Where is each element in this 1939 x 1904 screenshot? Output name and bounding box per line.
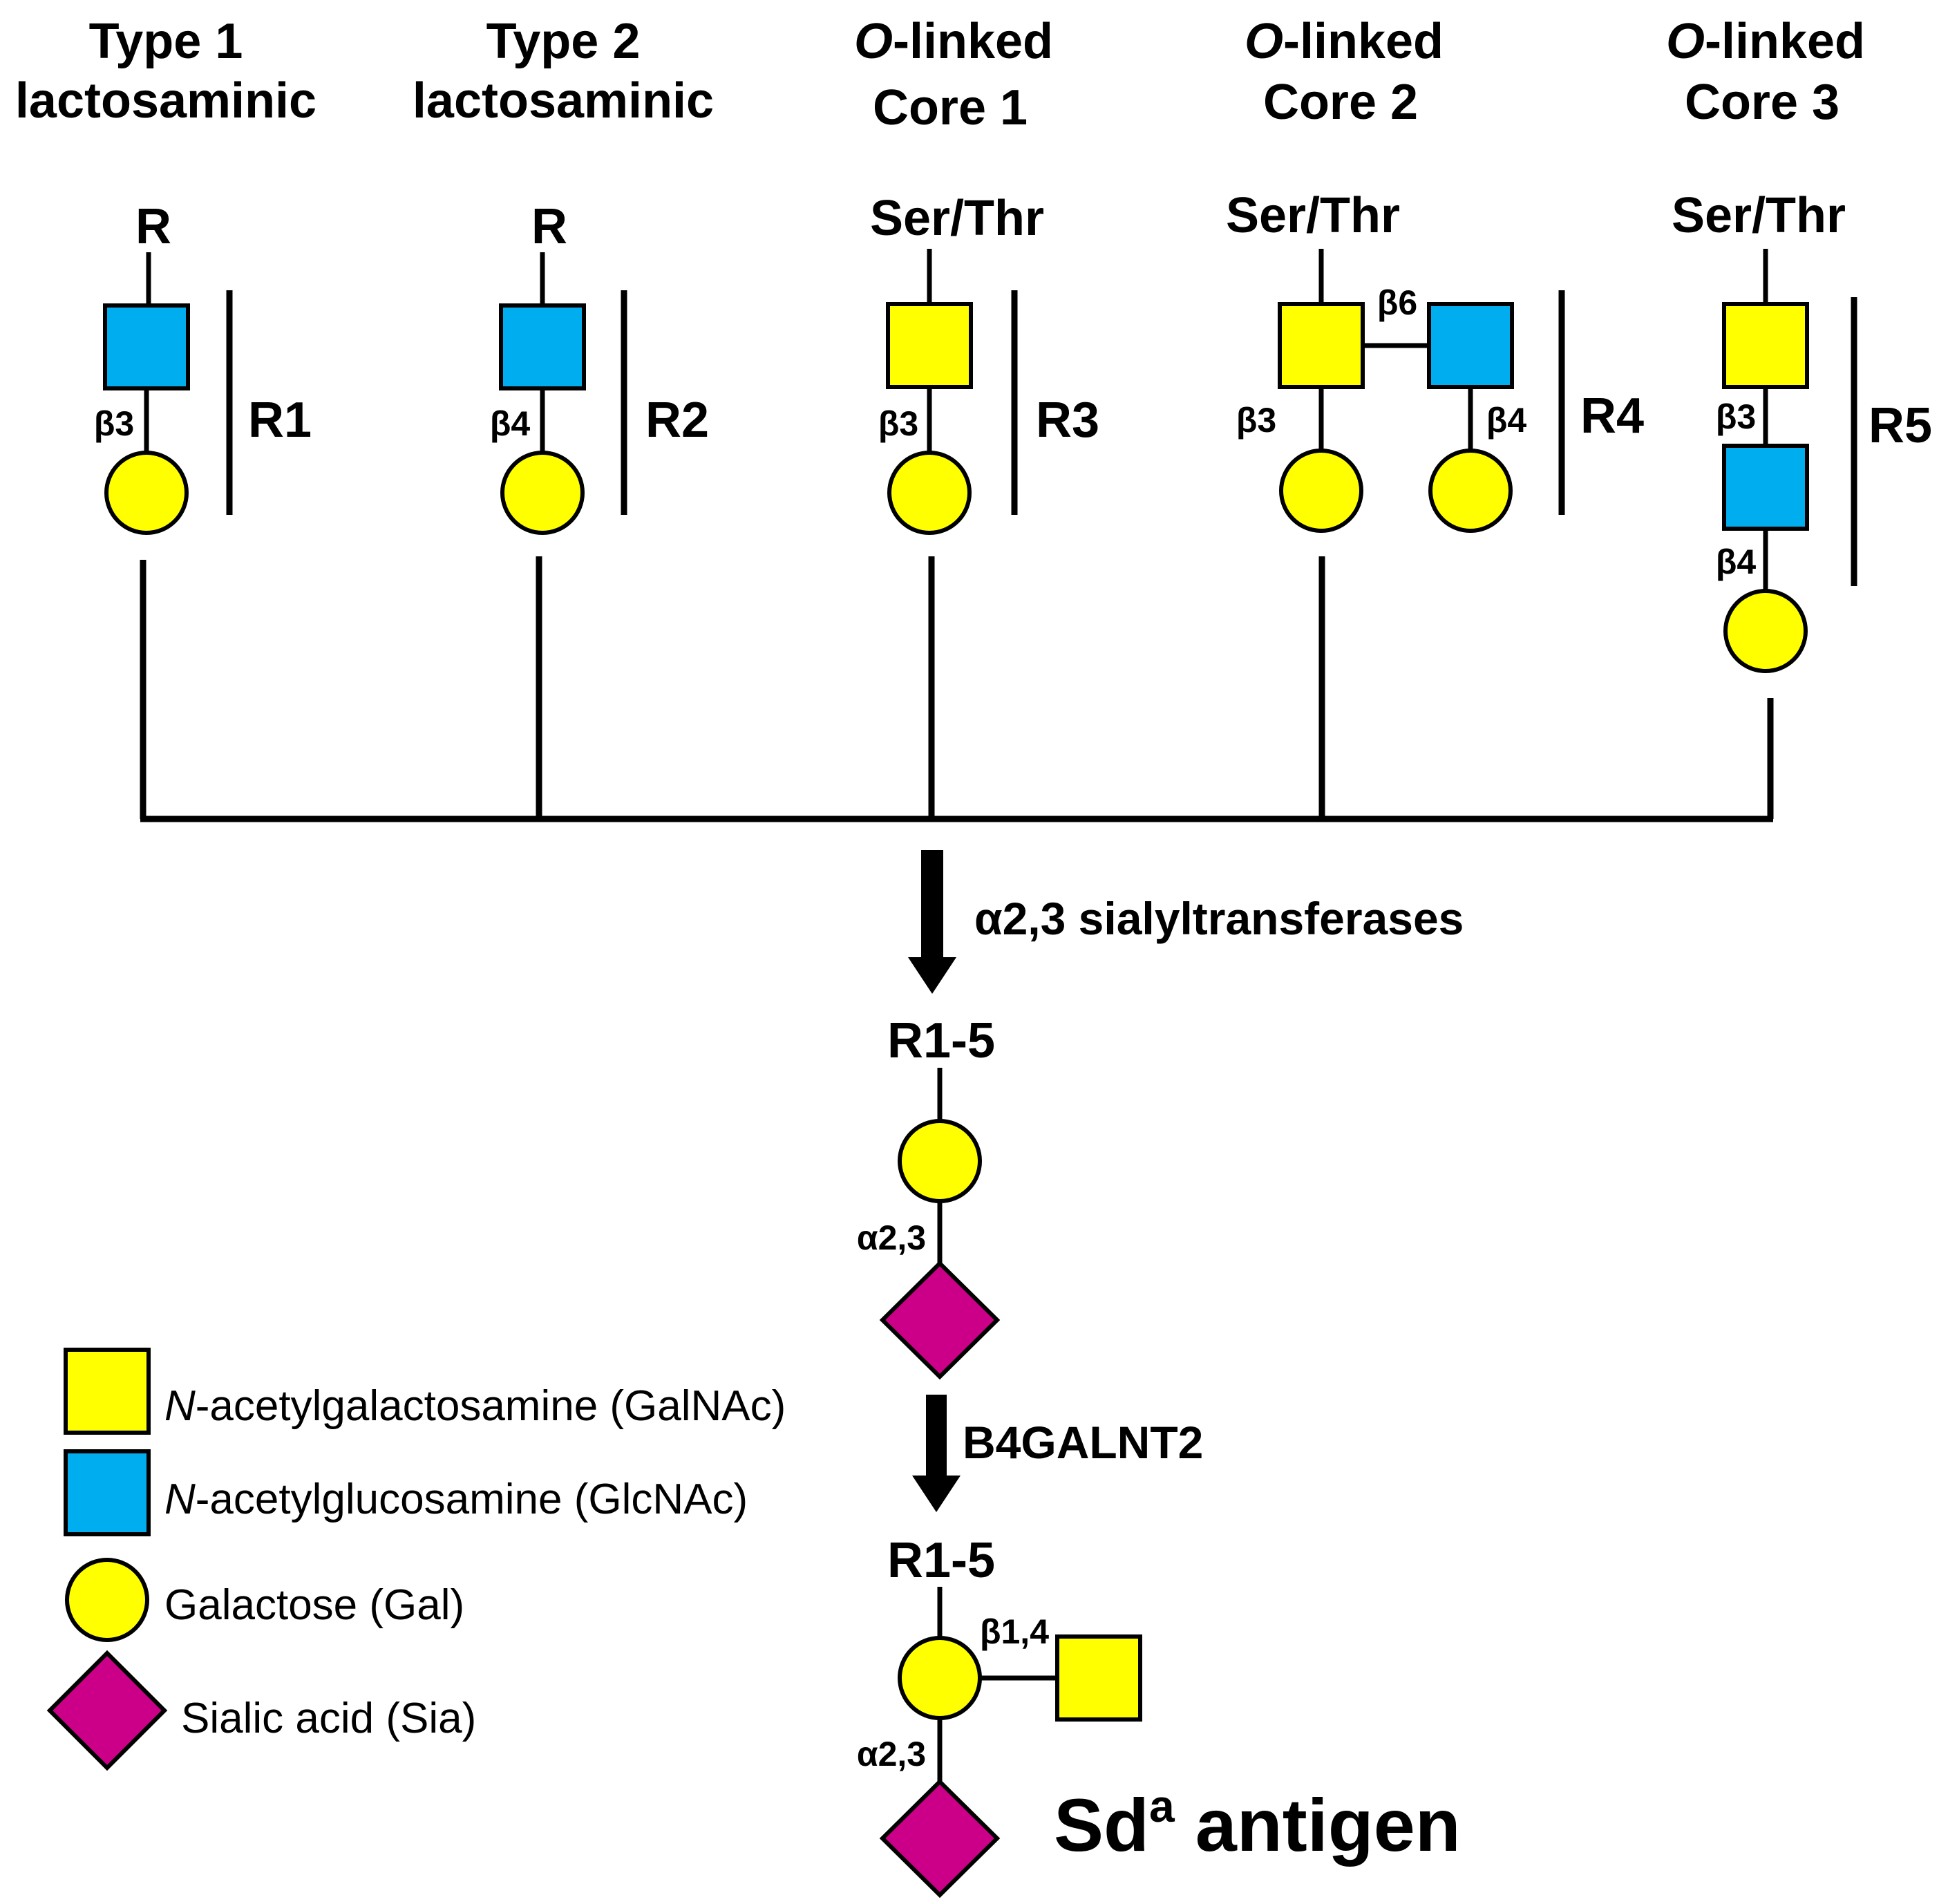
linkage-label: β1,4: [980, 1612, 1049, 1651]
linkage-label: β4: [1486, 401, 1527, 440]
arrow-down-icon: [908, 957, 956, 994]
galnac-square-icon: [1278, 302, 1365, 389]
group-label-r1: R1: [248, 393, 312, 448]
product-name-tail: antigen: [1175, 1783, 1461, 1867]
product-name: Sda antigen: [1054, 1780, 1461, 1867]
enzyme-sialyltransferase: α2,3 sialyltransferases: [974, 893, 1464, 944]
title-type1-line2: lactosaminic: [15, 73, 316, 129]
sia-diamond-icon: [879, 1778, 1001, 1898]
product-name-main: Sd: [1054, 1783, 1149, 1867]
linkage-label: β6: [1377, 283, 1417, 322]
title-core2-prefix: O: [1245, 14, 1283, 69]
legend-label-gal: Galactose (Gal): [164, 1581, 464, 1629]
linkage-label: β3: [94, 404, 134, 443]
glcnac-square-icon: [499, 303, 586, 390]
structure-r3: β3 R3: [878, 249, 1099, 535]
step2: B4GALNT2: [912, 1395, 1203, 1512]
title-core2-line1: O-linked: [1245, 14, 1444, 69]
structure-r4: β6 β3 β4 R4: [1236, 249, 1644, 533]
product-root-label: R1-5: [887, 1013, 995, 1068]
linkage-label: α2,3: [857, 1218, 926, 1257]
gal-circle-icon: [1428, 449, 1513, 533]
legend-text: -acetylgalactosamine (GalNAc): [196, 1382, 786, 1430]
gal-circle-icon: [1279, 449, 1363, 533]
structure-titles: Type 1 lactosaminic Type 2 lactosaminic …: [15, 14, 1865, 135]
title-core1-suffix: -linked: [893, 14, 1053, 69]
aglycone-r5: Ser/Thr: [1672, 188, 1846, 243]
title-core1-line2: Core 1: [873, 80, 1028, 135]
galnac-square-icon: [1055, 1634, 1142, 1722]
gal-circle-icon: [898, 1636, 982, 1720]
arrow-shaft: [926, 1395, 947, 1479]
title-core1-prefix: O: [854, 14, 893, 69]
gal-circle-icon: [65, 1558, 149, 1642]
title-core3-line2: Core 3: [1685, 75, 1839, 130]
step1: α2,3 sialyltransferases: [908, 850, 1464, 994]
arrow-shaft: [921, 850, 943, 961]
aglycone-r2: R: [531, 199, 567, 254]
glcnac-square-icon: [1722, 444, 1809, 531]
legend: N-acetylgalactosamine (GalNAc) N-acetylg…: [46, 1348, 786, 1771]
legend-italic: N: [164, 1476, 196, 1523]
legend-label-glcnac: N-acetylglucosamine (GlcNAc): [164, 1476, 748, 1523]
linkage-label: β4: [1716, 543, 1757, 581]
group-label-r3: R3: [1036, 393, 1099, 448]
title-core2-line2: Core 2: [1263, 75, 1418, 130]
linkage-label: β3: [878, 404, 918, 443]
gal-circle-icon: [1723, 589, 1808, 673]
glcnac-square-icon: [64, 1449, 151, 1536]
galnac-square-icon: [64, 1348, 151, 1435]
gal-circle-icon: [500, 451, 585, 535]
linkage-label: β3: [1236, 401, 1276, 440]
linkage-label: α2,3: [857, 1735, 926, 1773]
title-type1-line1: Type 1: [89, 14, 243, 69]
galnac-square-icon: [1722, 302, 1809, 389]
sia-diamond-icon: [879, 1260, 1001, 1380]
legend-label-galnac: N-acetylgalactosamine (GalNAc): [164, 1382, 786, 1430]
title-core3-line1: O-linked: [1666, 14, 1865, 69]
legend-text: -acetylglucosamine (GlcNAc): [196, 1476, 748, 1523]
title-core2-suffix: -linked: [1283, 14, 1444, 69]
structure-r1: β3 R1: [94, 252, 312, 535]
title-core3-prefix: O: [1666, 14, 1705, 69]
group-label-r5: R5: [1869, 398, 1932, 453]
aglycone-r3: Ser/Thr: [870, 191, 1044, 246]
sia-diamond-icon: [46, 1650, 168, 1771]
structure-r5: β3 β4 R5: [1716, 249, 1932, 673]
gal-circle-icon: [104, 451, 189, 535]
legend-label-sia: Sialic acid (Sia): [181, 1695, 476, 1742]
aglycone-r1: R: [135, 199, 171, 254]
enzyme-b4galnt2: B4GALNT2: [963, 1417, 1203, 1468]
product-root-label: R1-5: [887, 1533, 995, 1588]
legend-italic: N: [164, 1382, 196, 1430]
group-label-r4: R4: [1580, 388, 1644, 444]
title-type2-line2: lactosaminic: [413, 73, 714, 129]
arrow-down-icon: [912, 1476, 961, 1512]
aglycone-r4: Ser/Thr: [1226, 188, 1400, 243]
title-type2-line1: Type 2: [486, 14, 641, 69]
linkage-label: β3: [1716, 397, 1756, 436]
sda-antigen-product: R1-5 β1,4 α2,3 Sda antigen: [857, 1533, 1461, 1898]
intermediate-product: R1-5 α2,3: [857, 1013, 1001, 1380]
title-core1-line1: O-linked: [854, 14, 1053, 69]
title-core3-suffix: -linked: [1705, 14, 1865, 69]
gal-circle-icon: [887, 451, 972, 535]
convergence-tree: [140, 556, 1774, 822]
galnac-square-icon: [886, 302, 973, 389]
product-name-sup: a: [1149, 1780, 1175, 1831]
glcnac-square-icon: [103, 303, 190, 390]
glcnac-square-icon: [1427, 302, 1514, 389]
structure-r2: β4 R2: [490, 252, 709, 535]
linkage-label: β4: [490, 404, 531, 443]
aglycone-labels: R R Ser/Thr Ser/Thr Ser/Thr: [135, 188, 1846, 254]
gal-circle-icon: [898, 1119, 982, 1203]
group-label-r2: R2: [645, 393, 709, 448]
